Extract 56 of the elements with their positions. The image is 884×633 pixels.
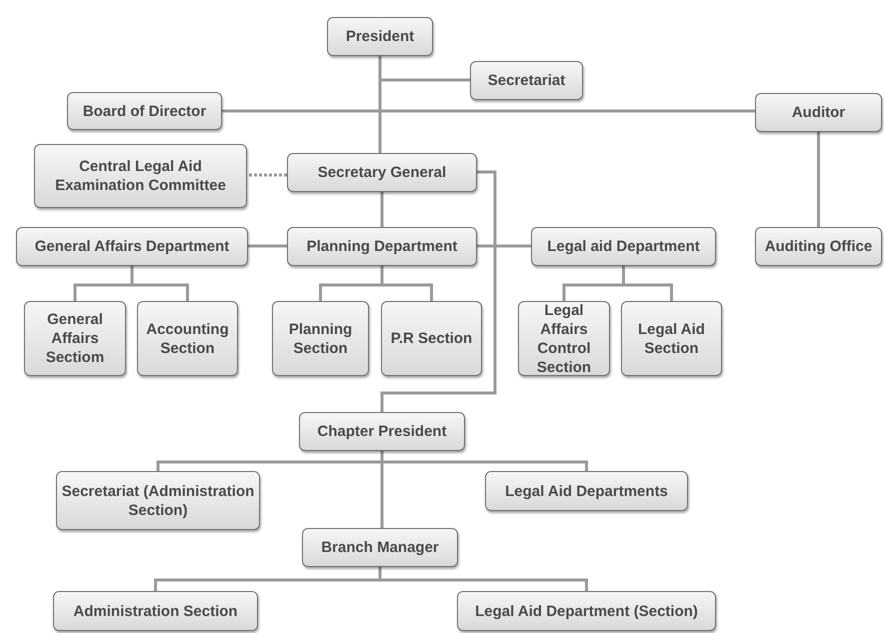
org-box: [56, 471, 260, 530]
org-box: [272, 301, 369, 376]
org-box: [53, 591, 258, 631]
dashed-connector: [247, 174, 287, 176]
box-label: Chapter President: [317, 422, 447, 441]
box-label: Auditor: [792, 103, 846, 122]
connector-line: [130, 266, 189, 301]
box-label: Administration Section: [73, 602, 238, 620]
box-label: President: [346, 27, 414, 46]
connector-line: [248, 244, 287, 248]
org-box: [67, 92, 222, 130]
box-label: Accounting Section: [145, 320, 230, 358]
box-label: Planning Department: [306, 237, 458, 256]
connector-line: [622, 266, 673, 301]
box-label: Central Legal Aid Examination Committee: [54, 157, 227, 195]
box-label: Secretary General: [318, 163, 446, 182]
org-box: [299, 412, 465, 451]
org-box: [302, 528, 458, 567]
box-label: Secretariat (Administration Section): [61, 482, 255, 520]
org-box: [531, 227, 716, 266]
box-label: Auditing Office: [764, 237, 872, 256]
box-label: General Affairs Sectiom: [44, 310, 106, 367]
connector-line: [380, 266, 433, 301]
org-box: [327, 17, 433, 56]
box-label: Planning Section: [288, 320, 354, 358]
connector-line: [378, 56, 470, 82]
box-label: Legal aid Department: [547, 237, 700, 256]
box-label: Secretariat: [488, 71, 566, 90]
org-box: [24, 301, 126, 376]
org-box: [287, 227, 477, 266]
org-box: [755, 93, 882, 132]
box-label: Board of Director: [82, 102, 206, 120]
box-label: Legal Aid Department (Section): [475, 602, 698, 620]
org-box: [518, 301, 610, 376]
org-box: [16, 227, 248, 266]
org-box: [621, 301, 722, 376]
org-box: [287, 153, 477, 192]
connector-line: [380, 192, 384, 227]
connector-line: [380, 170, 496, 412]
org-box: [34, 144, 247, 208]
box-label: Legal Affairs Control Section: [536, 300, 592, 376]
org-box: [755, 227, 882, 266]
box-label: Branch Manager: [321, 538, 439, 557]
org-box: [457, 591, 716, 631]
org-box: [381, 301, 482, 376]
box-label: P.R Section: [390, 329, 472, 348]
org-box: [137, 301, 238, 376]
box-label: General Affairs Department: [34, 237, 230, 256]
connector-line: [222, 110, 755, 112]
box-label: Legal Aid Departments: [505, 482, 668, 500]
connector-line: [817, 132, 820, 227]
connector-line: [477, 244, 531, 248]
connector-line: [378, 567, 588, 591]
org-box: [485, 471, 688, 511]
box-label: Legal Aid Section: [637, 320, 706, 358]
org-box: [470, 61, 583, 100]
